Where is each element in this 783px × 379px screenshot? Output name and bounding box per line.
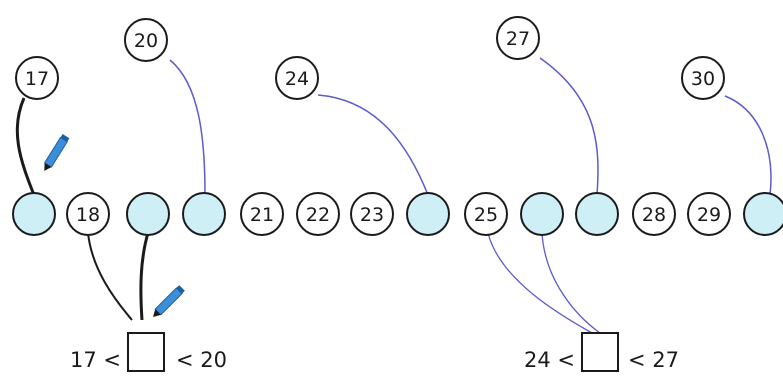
connector-25-box2 xyxy=(487,232,593,334)
blank-circle-shape xyxy=(406,192,450,236)
pencil-icon xyxy=(153,285,185,317)
top-circle-30-shape xyxy=(681,56,725,100)
row-circle-29-label: 29 xyxy=(697,204,721,226)
inequality-2-right: < 27 xyxy=(628,348,679,372)
blank-circle[interactable] xyxy=(520,192,564,236)
connector-24 xyxy=(317,94,429,196)
top-circle-24-shape xyxy=(275,56,319,100)
blank-circle[interactable] xyxy=(743,192,783,236)
row-circle-18: 18 xyxy=(66,192,110,236)
top-circle-30-label: 30 xyxy=(691,68,715,90)
row-circle-29-shape xyxy=(687,192,731,236)
pencil-icon xyxy=(43,134,70,171)
row-circle-23: 23 xyxy=(350,192,394,236)
inequality-1-left: 17 < xyxy=(70,348,121,372)
connector-blank-box2 xyxy=(541,232,601,334)
row-circle-21-shape xyxy=(240,192,284,236)
row-circle-25: 25 xyxy=(464,192,508,236)
connector-30 xyxy=(724,95,772,196)
row-circle-23-shape xyxy=(350,192,394,236)
blank-circle-shape xyxy=(520,192,564,236)
blank-circle-shape xyxy=(126,192,170,236)
top-circle-27: 27 xyxy=(496,16,540,60)
blank-circle-shape xyxy=(743,192,783,236)
blank-circle[interactable] xyxy=(126,192,170,236)
blank-circle[interactable] xyxy=(575,192,619,236)
top-circle-20-label: 20 xyxy=(134,30,158,52)
row-circle-21: 21 xyxy=(240,192,284,236)
row-circle-18-label: 18 xyxy=(76,204,100,226)
row-circle-22-shape xyxy=(296,192,340,236)
top-circle-24-label: 24 xyxy=(285,68,309,90)
connector-17 xyxy=(15,97,36,196)
blank-circle[interactable] xyxy=(406,192,450,236)
top-circle-27-shape xyxy=(496,16,540,60)
top-circles: 17 20 24 27 30 xyxy=(15,16,725,100)
row-circle-18-shape xyxy=(66,192,110,236)
row-circle-28: 28 xyxy=(632,192,676,236)
top-circle-20: 20 xyxy=(124,18,168,62)
blank-circle-shape xyxy=(575,192,619,236)
row-circle-22-label: 22 xyxy=(306,204,330,226)
row-circle-28-label: 28 xyxy=(642,204,666,226)
answer-box-2[interactable] xyxy=(581,332,619,372)
top-circle-30: 30 xyxy=(681,56,725,100)
blank-circle[interactable] xyxy=(182,192,226,236)
blank-circle[interactable] xyxy=(12,192,56,236)
top-circle-17-shape xyxy=(15,56,59,100)
row-circle-21-label: 21 xyxy=(250,204,274,226)
row-circle-25-shape xyxy=(464,192,508,236)
connector-20 xyxy=(169,59,206,196)
inequality-1-right: < 20 xyxy=(176,348,227,372)
answer-box-1[interactable] xyxy=(127,332,165,372)
inequality-2-left: 24 < xyxy=(524,348,575,372)
blank-circle-shape xyxy=(12,192,56,236)
top-circle-27-label: 27 xyxy=(506,28,530,50)
top-circle-17-label: 17 xyxy=(25,68,49,90)
top-circle-17: 17 xyxy=(15,56,59,100)
top-circle-20-shape xyxy=(124,18,168,62)
row-circle-23-label: 23 xyxy=(360,204,384,226)
number-row: 18 21 22 23 25 28 29 xyxy=(12,192,783,236)
connector-27 xyxy=(539,57,599,196)
connector-blank-box1 xyxy=(139,232,150,321)
blank-circle-shape xyxy=(182,192,226,236)
row-circle-25-label: 25 xyxy=(474,204,498,226)
row-circle-29: 29 xyxy=(687,192,731,236)
top-circle-24: 24 xyxy=(275,56,319,100)
row-circle-22: 22 xyxy=(296,192,340,236)
row-circle-28-shape xyxy=(632,192,676,236)
connector-18-box1 xyxy=(87,232,133,321)
